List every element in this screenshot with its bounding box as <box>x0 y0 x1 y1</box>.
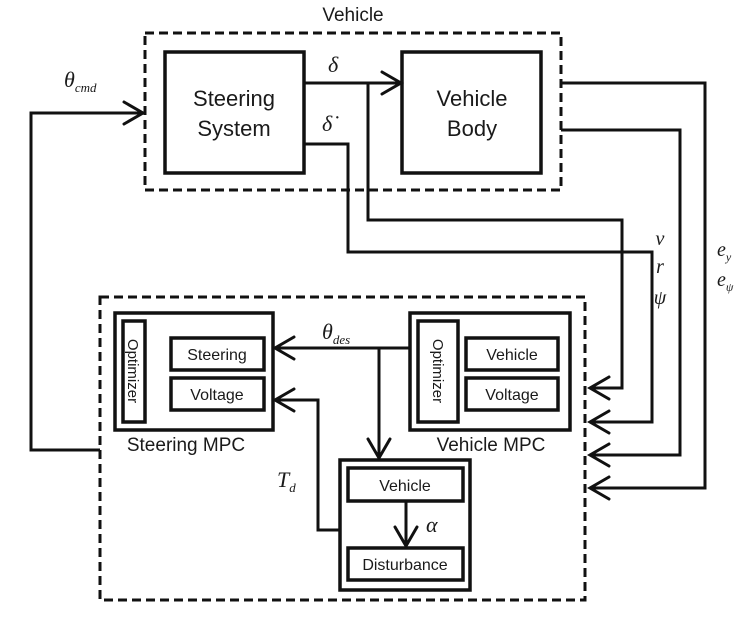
tracking-errors-arrowhead-icon <box>587 475 611 501</box>
vehicle-states-arrowhead-icon <box>587 442 611 468</box>
steering-mpc-voltage-model-label: Voltage <box>190 387 243 404</box>
torque-disturbance-arrowhead-icon <box>272 387 296 413</box>
steering-system-label-line2: System <box>197 116 270 141</box>
delta-dot-feedback-line <box>304 142 654 424</box>
theta-cmd-line <box>29 111 143 452</box>
steering-mpc-steering-model-label: Steering <box>187 347 247 364</box>
state-v-label: v <box>656 228 665 250</box>
delta-dot-arrowhead-icon <box>587 409 611 435</box>
steering-mpc-steering-model-box <box>169 336 266 372</box>
delta-label: δ <box>328 52 339 77</box>
alpha-arrowhead-icon <box>393 525 419 549</box>
vehicle-body-label-line2: Body <box>447 116 497 141</box>
tracking-errors-line <box>561 81 707 490</box>
controller-group-boundary <box>98 295 587 602</box>
torque-disturbance-label: Td <box>277 467 296 495</box>
error-ey-label: ey <box>717 239 732 264</box>
vehicle-mpc-optimizer-label: Optimizer <box>429 339 446 403</box>
steering-system-label-line1: Steering <box>193 86 275 111</box>
torque-disturbance-line <box>275 398 340 532</box>
vehicle-mpc-block[interactable]: Optimizer Vehicle Voltage <box>408 311 572 432</box>
theta-des-label: θdes <box>322 319 350 347</box>
disturbance-model-label: Disturbance <box>362 557 447 574</box>
vehicle-states-line <box>561 128 682 457</box>
delta-dot-label: δ̇ <box>322 111 339 136</box>
delta-feedback-line <box>366 83 624 390</box>
vehicle-mpc-voltage-model-box <box>464 376 560 412</box>
vehicle-body-block[interactable]: Vehicle Body <box>400 50 543 175</box>
steering-system-block[interactable]: Steering System <box>163 50 306 175</box>
delta-feedback-arrowhead-icon <box>587 375 611 401</box>
steering-mpc-block[interactable]: Optimizer Steering Voltage <box>113 311 275 432</box>
steering-mpc-caption: Steering MPC <box>127 435 245 456</box>
alpha-label: α <box>426 512 438 537</box>
steering-system-box <box>163 50 306 175</box>
vehicle-mpc-optimizer-box <box>416 319 460 424</box>
steering-mpc-optimizer-label: Optimizer <box>124 339 141 403</box>
steering-mpc-voltage-model-box <box>169 376 266 412</box>
disturbance-vehicle-model-label: Vehicle <box>379 478 431 495</box>
vehicle-body-box <box>400 50 543 175</box>
vehicle-mpc-vehicle-model-label: Vehicle <box>486 347 538 364</box>
theta-cmd-label: θcmd <box>64 67 97 95</box>
disturbance-vehicle-model-box <box>346 466 465 503</box>
vehicle-body-label-line1: Vehicle <box>437 86 508 111</box>
steering-mpc-optimizer-box <box>121 319 147 424</box>
vehicle-mpc-caption: Vehicle MPC <box>437 435 546 456</box>
state-r-label: r <box>656 256 664 278</box>
disturbance-estimator-block[interactable]: Vehicle Disturbance <box>338 458 472 592</box>
theta-cmd-arrowhead-icon <box>122 100 146 126</box>
vehicle-mpc-voltage-model-label: Voltage <box>485 387 538 404</box>
vehicle-group-label: Vehicle <box>322 5 383 26</box>
vehicle-group-boundary <box>143 31 563 192</box>
delta-arrowhead-icon <box>380 70 404 96</box>
state-psi-label: ψ <box>654 287 667 309</box>
vehicle-mpc-vehicle-model-box <box>464 336 560 372</box>
theta-des-branch-arrowhead-icon <box>366 437 392 461</box>
error-epsi-label: eψ <box>717 269 734 294</box>
theta-des-arrowhead-icon <box>272 335 296 361</box>
